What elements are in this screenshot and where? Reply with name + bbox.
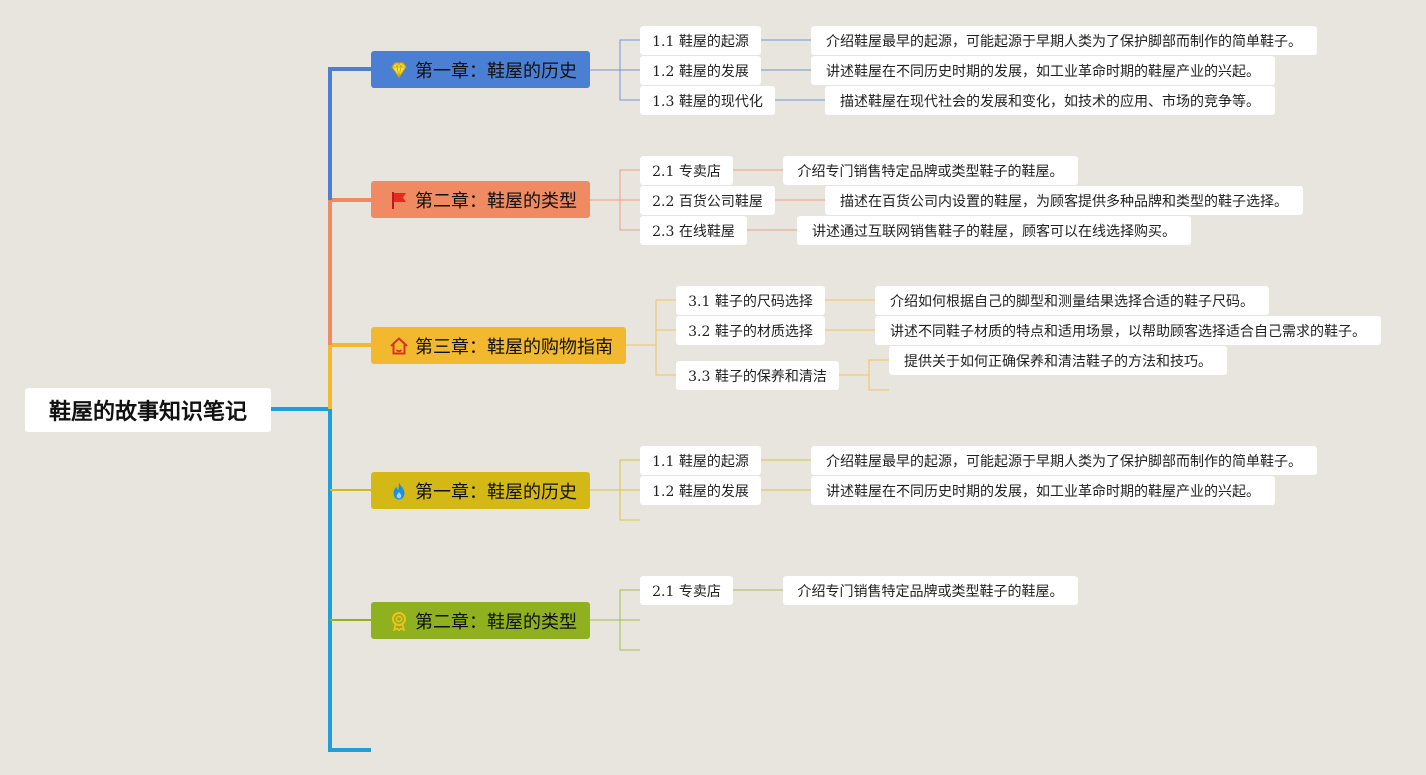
topic-5-1[interactable]: 2.1 专卖店 (640, 576, 733, 605)
chapter-4-node[interactable]: 第一章：鞋屋的历史 (371, 472, 590, 509)
root-topic[interactable]: 鞋屋的故事知识笔记 (25, 388, 271, 432)
fire-icon (389, 481, 409, 501)
chapter-2-title: 第二章：鞋屋的类型 (415, 190, 577, 212)
chapter-3-node[interactable]: 第三章：鞋屋的购物指南 (371, 327, 626, 364)
topic-3-1[interactable]: 3.1 鞋子的尺码选择 (676, 286, 825, 315)
diamond-icon (389, 60, 409, 80)
topic-2-1[interactable]: 2.1 专卖店 (640, 156, 733, 185)
chapter-5-title: 第二章：鞋屋的类型 (415, 611, 577, 633)
medal-icon (389, 611, 409, 631)
desc-3-3[interactable]: 提供关于如何正确保养和清洁鞋子的方法和技巧。 (889, 346, 1227, 375)
desc-3-2[interactable]: 讲述不同鞋子材质的特点和适用场景，以帮助顾客选择适合自己需求的鞋子。 (875, 316, 1381, 345)
desc-1-1[interactable]: 介绍鞋屋最早的起源，可能起源于早期人类为了保护脚部而制作的简单鞋子。 (811, 26, 1317, 55)
desc-4-1[interactable]: 介绍鞋屋最早的起源，可能起源于早期人类为了保护脚部而制作的简单鞋子。 (811, 446, 1317, 475)
desc-2-2[interactable]: 描述在百货公司内设置的鞋屋，为顾客提供多种品牌和类型的鞋子选择。 (825, 186, 1303, 215)
topic-4-2[interactable]: 1.2 鞋屋的发展 (640, 476, 761, 505)
desc-5-1[interactable]: 介绍专门销售特定品牌或类型鞋子的鞋屋。 (783, 576, 1078, 605)
desc-1-3[interactable]: 描述鞋屋在现代社会的发展和变化，如技术的应用、市场的竞争等。 (825, 86, 1275, 115)
topic-4-1[interactable]: 1.1 鞋屋的起源 (640, 446, 761, 475)
desc-2-3[interactable]: 讲述通过互联网销售鞋子的鞋屋，顾客可以在线选择购买。 (797, 216, 1191, 245)
chapter-2-node[interactable]: 第二章：鞋屋的类型 (371, 181, 590, 218)
desc-2-1[interactable]: 介绍专门销售特定品牌或类型鞋子的鞋屋。 (783, 156, 1078, 185)
topic-1-1[interactable]: 1.1 鞋屋的起源 (640, 26, 761, 55)
desc-1-2[interactable]: 讲述鞋屋在不同历史时期的发展，如工业革命时期的鞋屋产业的兴起。 (811, 56, 1275, 85)
chapter-3-title: 第三章：鞋屋的购物指南 (415, 336, 613, 358)
chapter-5-node[interactable]: 第二章：鞋屋的类型 (371, 602, 590, 639)
chapter-1-title: 第一章：鞋屋的历史 (415, 60, 577, 82)
chapter-4-title: 第一章：鞋屋的历史 (415, 481, 577, 503)
topic-3-2[interactable]: 3.2 鞋子的材质选择 (676, 316, 825, 345)
topic-3-3[interactable]: 3.3 鞋子的保养和清洁 (676, 361, 839, 390)
topic-1-2[interactable]: 1.2 鞋屋的发展 (640, 56, 761, 85)
desc-4-2[interactable]: 讲述鞋屋在不同历史时期的发展，如工业革命时期的鞋屋产业的兴起。 (811, 476, 1275, 505)
flag-icon (389, 190, 409, 210)
topic-2-2[interactable]: 2.2 百货公司鞋屋 (640, 186, 775, 215)
home-icon (389, 336, 409, 356)
topic-2-3[interactable]: 2.3 在线鞋屋 (640, 216, 747, 245)
topic-1-3[interactable]: 1.3 鞋屋的现代化 (640, 86, 775, 115)
desc-3-1[interactable]: 介绍如何根据自己的脚型和测量结果选择合适的鞋子尺码。 (875, 286, 1269, 315)
chapter-1-node[interactable]: 第一章：鞋屋的历史 (371, 51, 590, 88)
